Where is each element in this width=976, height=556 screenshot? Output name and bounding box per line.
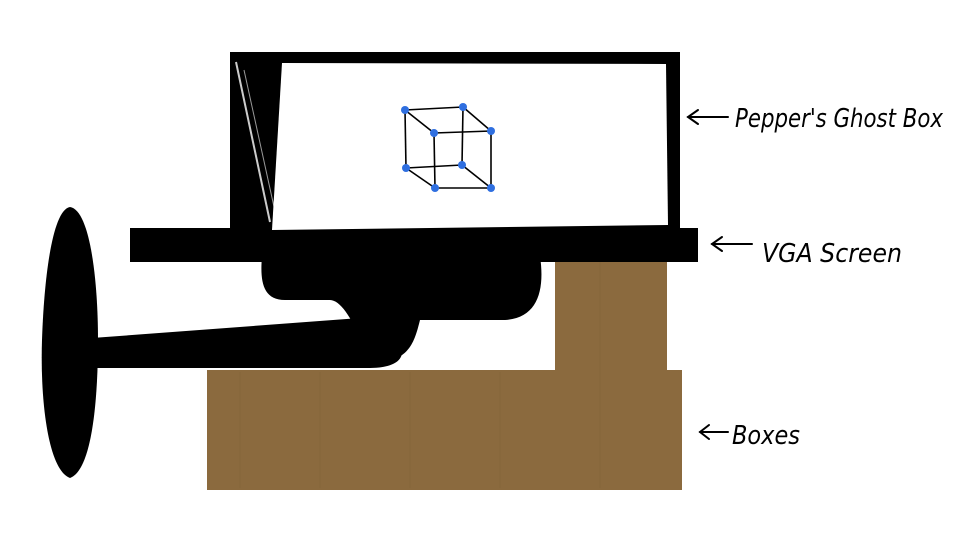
stand-base [41,207,98,478]
monitor-stand [41,207,542,478]
ghost-box-label: Pepper's Ghost Box [735,104,943,134]
label-boxes: Boxes [698,421,800,451]
left-arrow-icon [710,236,753,252]
ghost-box-interior [272,63,668,230]
cube-vertices [401,103,495,192]
stand-arm [92,317,402,368]
stand-neck [261,256,542,362]
peppers-ghost-box [230,52,680,232]
glass-pane [235,61,271,223]
wireframe-cube-icon [404,106,492,189]
left-arrow-icon [698,424,729,440]
boxes [207,258,682,490]
vga-screen [130,228,698,262]
lower-box [207,370,682,490]
upper-box [555,258,667,373]
left-arrow-icon [686,109,729,125]
boxes-label: Boxes [732,421,800,451]
vga-screen-label: VGA Screen [762,239,902,269]
label-ghost-box: Pepper's Ghost Box [686,104,943,134]
label-vga-screen: VGA Screen [710,236,902,269]
